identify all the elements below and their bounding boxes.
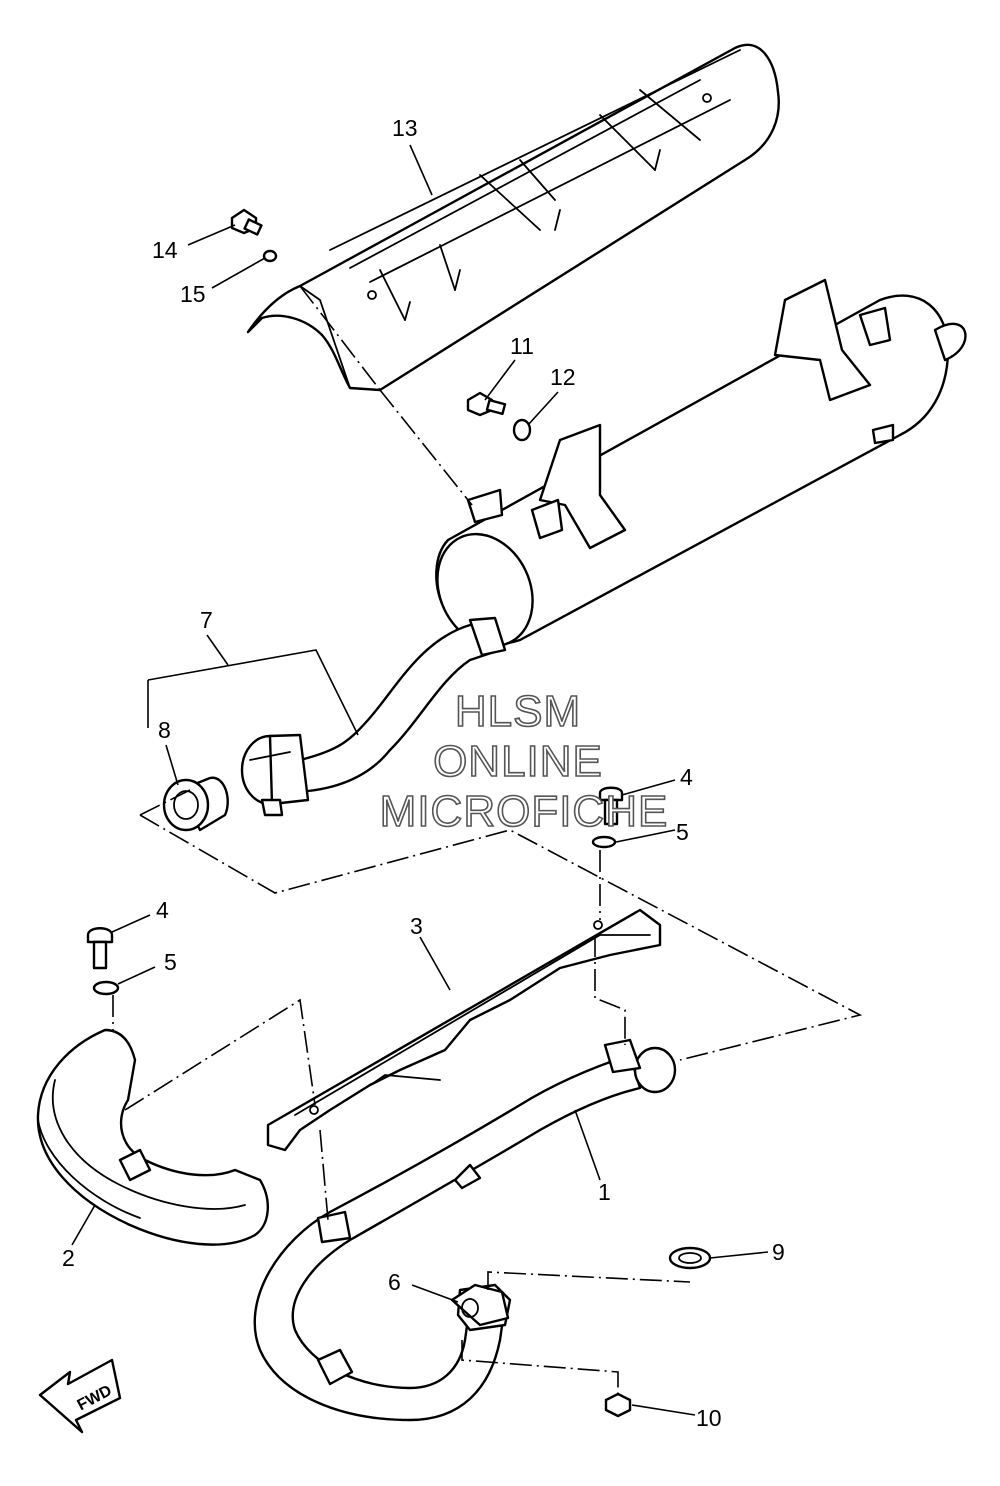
callout-5-upper: 5: [676, 819, 689, 845]
leader-lines: [71, 144, 769, 1416]
bracket-3: [266, 908, 662, 1152]
heat-protector: [246, 43, 780, 392]
callout-3: 3: [410, 913, 423, 939]
washer-15: [262, 249, 278, 263]
callout-10: 10: [696, 1405, 722, 1431]
fwd-arrow: FWD: [38, 1358, 122, 1434]
assembly-lines: [112, 389, 863, 1398]
callout-5-lower: 5: [164, 949, 177, 975]
callout-13: 13: [392, 115, 418, 141]
callout-15: 15: [180, 281, 206, 307]
callouts: 13 14 15 11 12 7 8 4 5 4 3 5 1 2 9 6 10: [62, 115, 785, 1431]
callout-8: 8: [158, 717, 171, 743]
callout-4-upper: 4: [680, 764, 693, 790]
callout-11: 11: [510, 333, 534, 359]
watermark: HLSM ONLINE MICROFICHE: [379, 686, 669, 837]
callout-1: 1: [598, 1179, 611, 1205]
bolt-4-lower: [86, 927, 114, 970]
muffler-assembly: [240, 278, 967, 817]
watermark-line-2: ONLINE: [433, 737, 603, 786]
bolt-11: [466, 391, 507, 417]
nut-10: [604, 1392, 632, 1418]
washer-5-upper: [591, 835, 617, 849]
washer-12: [512, 418, 532, 442]
bolt-14: [230, 208, 263, 236]
protector-2: [36, 1028, 269, 1246]
callout-2: 2: [62, 1245, 75, 1271]
callout-14: 14: [152, 237, 178, 263]
watermark-line-1: HLSM: [455, 687, 581, 736]
washer-5-lower: [92, 980, 120, 996]
callout-4-lower: 4: [156, 897, 169, 923]
callout-6: 6: [388, 1269, 401, 1295]
gasket-9: [668, 1246, 712, 1270]
watermark-line-3: MICROFICHE: [380, 787, 669, 836]
callout-7: 7: [200, 607, 213, 633]
gasket-6: [450, 1283, 510, 1327]
callout-12: 12: [550, 364, 576, 390]
callout-9: 9: [772, 1239, 785, 1265]
bolt-4-upper: [598, 786, 624, 826]
collar: [162, 776, 229, 832]
